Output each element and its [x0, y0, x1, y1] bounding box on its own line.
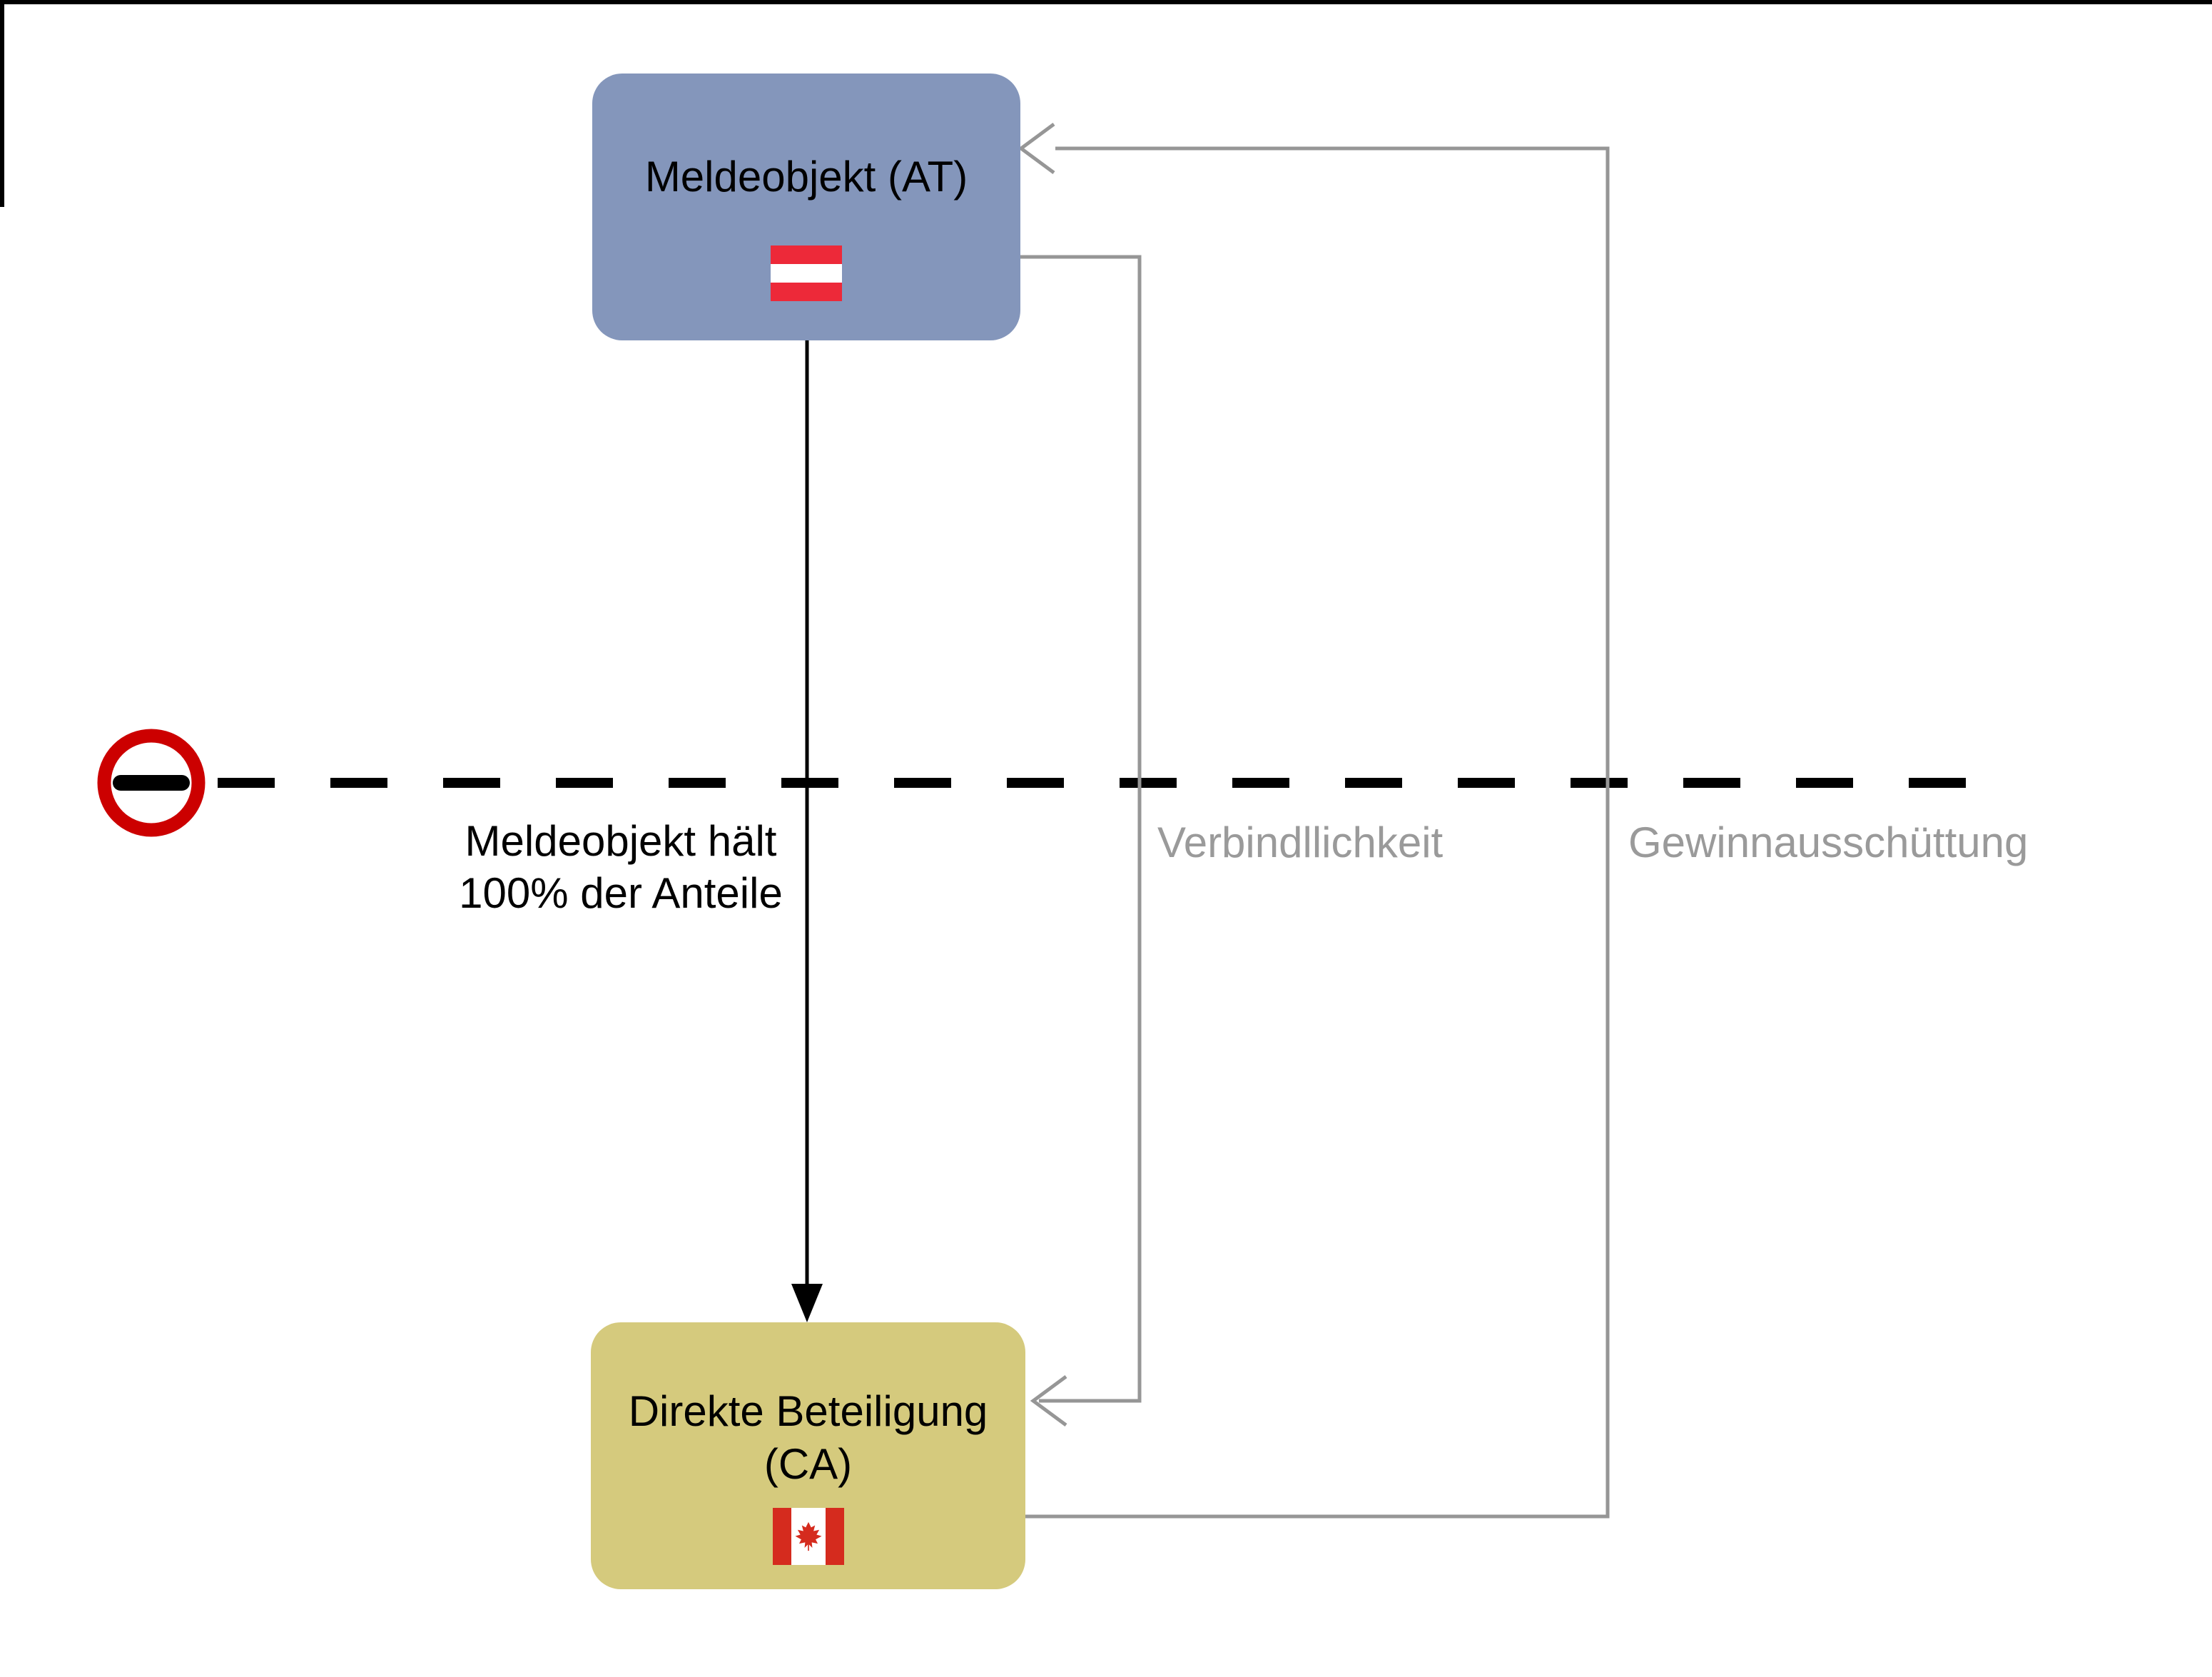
node-direkte-beteiligung-ca: Direkte Beteiligung (CA)	[591, 1322, 1025, 1589]
profit-distribution-edge-label: Gewinnausschüttung	[1628, 819, 2029, 866]
frame-left-border	[0, 0, 4, 207]
node-meldeobjekt-at-label: Meldeobjekt (AT)	[644, 153, 968, 201]
liability-connector	[1018, 255, 1142, 1427]
frame-top-border	[0, 0, 2212, 4]
prohibition-sign-icon	[97, 729, 206, 837]
node-meldeobjekt-at: Meldeobjekt (AT)	[592, 74, 1020, 340]
profit-arrowhead-icon	[1018, 122, 1055, 175]
canada-flag-icon	[772, 1508, 844, 1565]
liability-arrowhead-icon	[1030, 1374, 1067, 1427]
profit-distribution-connector	[1018, 122, 1610, 1519]
liability-edge-label: Verbindllichkeit	[1157, 819, 1444, 866]
maple-leaf-icon	[795, 1521, 821, 1551]
ownership-arrowhead-icon	[791, 1284, 823, 1322]
ownership-edge-label: Meldeobjekt hält 100% der Anteile	[459, 817, 783, 917]
ownership-arrow	[791, 340, 823, 1322]
austria-flag-icon	[771, 245, 842, 301]
node-direkte-beteiligung-ca-label: Direkte Beteiligung (CA)	[628, 1387, 988, 1488]
